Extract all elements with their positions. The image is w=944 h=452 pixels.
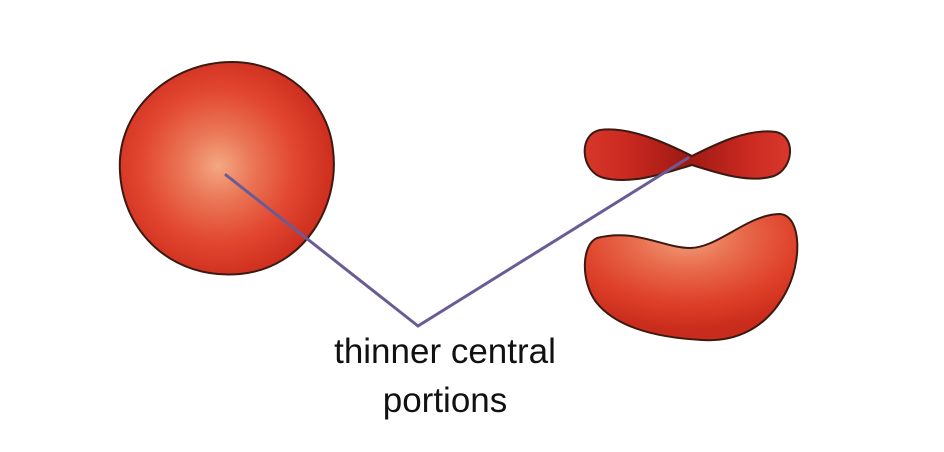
label-portions: portions (382, 381, 508, 420)
pointer-line-right (416, 156, 690, 328)
pointer-line-left (224, 173, 420, 328)
red-blood-cell-side-view (583, 128, 791, 182)
red-blood-cell-face-view (118, 60, 335, 276)
red-blood-cell-cut-view (583, 212, 799, 342)
label-thinner-central: thinner central (334, 332, 556, 371)
